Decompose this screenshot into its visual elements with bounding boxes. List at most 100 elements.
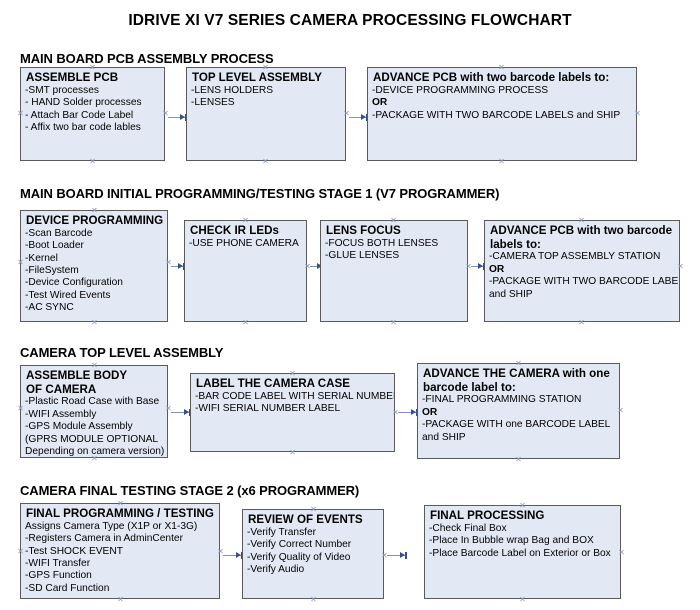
node-line: -Verify Transfer [247,526,317,538]
resize-handle-bottom[interactable] [262,158,269,165]
node-assemble-body-of-camera[interactable]: ASSEMBLE BODY OF CAMERA -Plastic Road Ca… [20,365,168,458]
node-title: REVIEW OF EVENTS [248,513,363,526]
node-title: TOP LEVEL ASSEMBLY [192,71,322,84]
resize-handle-left[interactable] [17,110,24,117]
resize-handle-top[interactable] [91,362,98,369]
arrow-bar-icon [405,552,407,559]
resize-handle-bottom[interactable] [578,319,585,326]
resize-handle-right[interactable] [165,259,172,266]
node-lines: -Scan Barcode -Boot Loader -Kernel -File… [25,228,164,315]
resize-handle-right[interactable] [343,110,350,117]
resize-handle-left[interactable] [17,259,24,266]
resize-handle-bottom[interactable] [310,596,317,603]
node-line: -PACKAGE WITH one BARCODE LABEL [422,419,611,431]
connector-line[interactable] [168,117,185,118]
node-title: FINAL PROCESSING [430,509,545,522]
resize-handle-top[interactable] [310,506,317,513]
node-line: -LENSES [191,97,235,109]
resize-handle-top[interactable] [262,64,269,71]
arrow-head-icon [361,114,366,120]
resize-handle-top[interactable] [515,360,522,367]
resize-handle-right[interactable] [634,110,641,117]
node-title: LENS FOCUS [326,224,401,237]
resize-handle-bottom[interactable] [519,596,526,603]
resize-handle-right[interactable] [618,549,625,556]
node-advance-the-camera[interactable]: ADVANCE THE CAMERA with one barcode labe… [417,363,620,459]
node-line: -WIFI SERIAL NUMBER LABEL [195,403,341,415]
resize-handle-top[interactable] [289,370,296,377]
node-lines: -FINAL PROGRAMMING STATION OR -PACKAGE W… [422,394,616,444]
node-line: -Check Final Box [429,522,507,534]
connector-line[interactable] [310,266,322,267]
node-label-the-camera-case[interactable]: LABEL THE CAMERA CASE -BAR CODE LABEL WI… [190,373,395,452]
arrow-bar-icon [416,409,418,416]
resize-handle-right[interactable] [677,263,684,270]
arrow-head-icon [400,552,405,558]
connector-line[interactable] [171,266,183,267]
arrow-head-icon [184,409,189,415]
node-line: -Registers Camera in AdminCenter [25,533,183,545]
connector-line[interactable] [223,555,241,556]
resize-handle-right[interactable] [162,110,169,117]
connector-line[interactable] [398,412,416,413]
resize-handle-top[interactable] [117,500,124,507]
node-lines: Assigns Camera Type (X1P or X1-3G) -Regi… [25,521,216,596]
arrow-bar-icon [189,409,191,416]
resize-handle-bottom[interactable] [390,319,397,326]
node-final-programming-testing[interactable]: FINAL PROGRAMMING / TESTING Assigns Came… [20,503,220,599]
resize-handle-top[interactable] [91,207,98,214]
resize-handle-bottom[interactable] [91,319,98,326]
node-advance-pcb-2[interactable]: ADVANCE PCB with two barcode labels to: … [484,220,680,322]
resize-handle-top[interactable] [578,217,585,224]
resize-handle-top[interactable] [519,502,526,509]
arrow-head-icon [411,409,416,415]
resize-handle-right[interactable] [217,548,224,555]
node-line: -Verify Audio [247,563,305,575]
node-lines: -Check Final Box -Place In Bubble wrap B… [429,523,617,560]
resize-handle-bottom[interactable] [89,158,96,165]
resize-handle-bottom[interactable] [515,456,522,463]
node-top-level-assembly[interactable]: TOP LEVEL ASSEMBLY -LENS HOLDERS -LENSES [186,67,346,161]
node-line: -Place In Bubble wrap Bag and BOX [429,535,594,547]
resize-handle-top[interactable] [242,217,249,224]
connector-line[interactable] [471,266,483,267]
resize-handle-left[interactable] [17,405,24,412]
resize-handle-right[interactable] [617,407,624,414]
resize-handle-bottom[interactable] [498,158,505,165]
node-line: -Scan Barcode [25,227,93,239]
node-lines: -USE PHONE CAMERA [189,238,303,250]
node-lens-focus[interactable]: LENS FOCUS -FOCUS BOTH LENSES -GLUE LENS… [320,220,468,322]
node-line: -PACKAGE WITH TWO BARCODE LABELS [489,276,680,288]
node-title: ADVANCE PCB with two barcode labels to: [373,71,610,84]
node-line: -WIFI Assembly [25,408,97,420]
node-advance-pcb-1[interactable]: ADVANCE PCB with two barcode labels to: … [367,67,637,161]
connector-line[interactable] [171,412,189,413]
node-device-programming[interactable]: DEVICE PROGRAMMING -Scan Barcode -Boot L… [20,210,168,322]
node-line: and SHIP [422,431,466,443]
node-line: -FINAL PROGRAMMING STATION [422,394,582,406]
resize-handle-bottom[interactable] [242,319,249,326]
resize-handle-top[interactable] [390,217,397,224]
node-line: OR [489,263,505,275]
node-lines: -DEVICE PROGRAMMING PROCESS OR -PACKAGE … [372,85,633,122]
connector-line[interactable] [349,117,366,118]
node-review-of-events[interactable]: REVIEW OF EVENTS -Verify Transfer -Verif… [242,509,384,599]
node-line: -FOCUS BOTH LENSES [325,237,439,249]
resize-handle-bottom[interactable] [289,449,296,456]
node-line: -Plastic Road Case with Base [25,396,160,408]
resize-handle-right[interactable] [165,405,172,412]
resize-handle-bottom[interactable] [91,455,98,462]
node-lines: -Plastic Road Case with Base -WIFI Assem… [25,396,164,457]
arrow-bar-icon [483,263,485,270]
resize-handle-top[interactable] [89,64,96,71]
node-assemble-pcb[interactable]: ASSEMBLE PCB -SMT processes - HAND Solde… [20,67,165,161]
node-line: -Place Barcode Label on Exterior or Box [429,547,611,559]
resize-handle-top[interactable] [498,64,505,71]
node-check-ir-leds[interactable]: CHECK IR LEDs -USE PHONE CAMERA [184,220,307,322]
connector-line[interactable] [387,555,405,556]
resize-handle-bottom[interactable] [117,596,124,603]
resize-handle-left[interactable] [17,548,24,555]
node-final-processing[interactable]: FINAL PROCESSING -Check Final Box -Place… [424,505,621,599]
node-line: -FileSystem [25,264,79,276]
section-heading-initial-programming-stage-1: MAIN BOARD INITIAL PROGRAMMING/TESTING S… [20,186,500,201]
